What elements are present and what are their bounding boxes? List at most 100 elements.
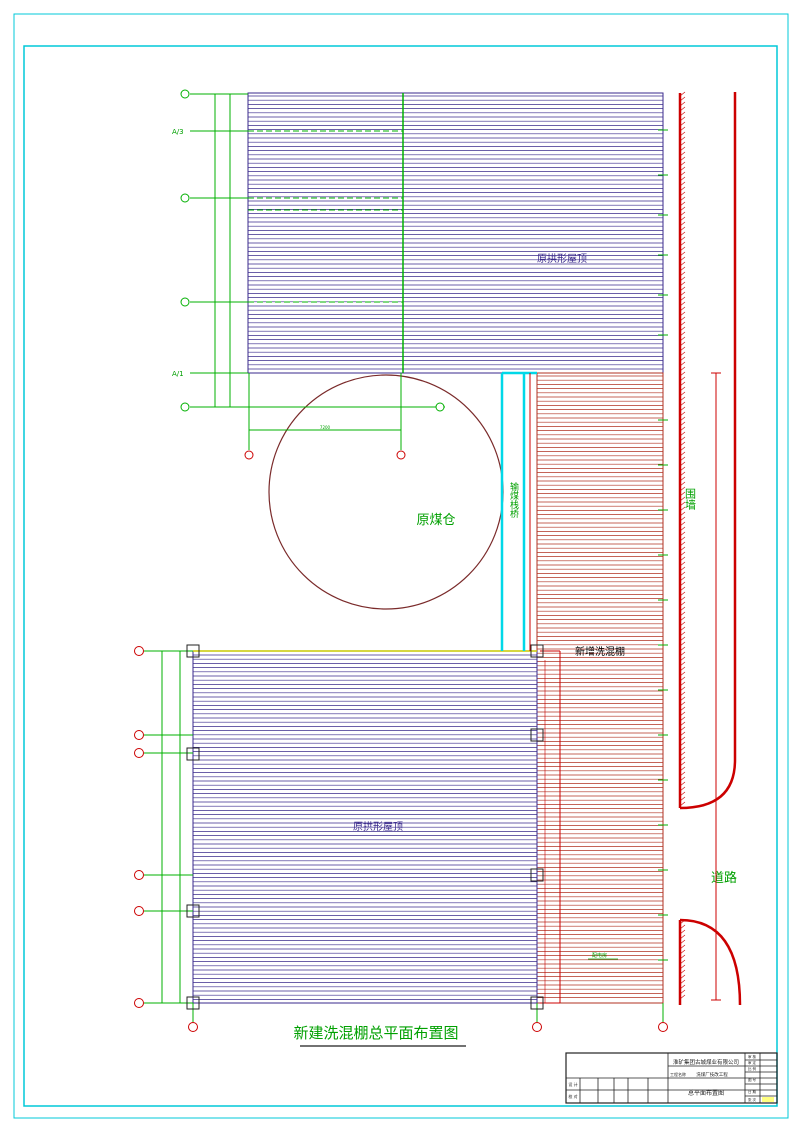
wall-hatch-tick xyxy=(679,681,686,687)
wall-hatch-tick xyxy=(679,381,686,387)
wall-hatch-tick xyxy=(679,206,686,212)
road-dimension xyxy=(711,372,721,1001)
wall-hatch-tick xyxy=(679,596,686,602)
title-block-cell-scale: 比 例 xyxy=(748,1066,757,1071)
road-label: 道路 xyxy=(711,870,737,886)
top-axis-bubbles xyxy=(180,89,445,412)
wall-label: 围墙 xyxy=(684,488,697,511)
wall-hatch-tick xyxy=(679,531,686,537)
wall-hatch-tick xyxy=(679,201,686,207)
wall-hatch-tick xyxy=(679,716,686,722)
right-edge-ticks xyxy=(658,129,668,961)
wall-hatch-tick xyxy=(679,576,686,582)
wall-hatch-tick xyxy=(679,974,686,980)
wall-hatch-tick xyxy=(679,929,686,935)
wall-hatch-tick xyxy=(679,91,686,97)
wall-hatch-tick xyxy=(679,406,686,412)
title-block-cell-date: 日 期 xyxy=(748,1089,757,1094)
wall-hatch-tick xyxy=(679,411,686,417)
wall-hatch-tick xyxy=(679,771,686,777)
wall-hatch-tick xyxy=(679,471,686,477)
wall-hatch-tick xyxy=(679,326,686,332)
title-block-cell-number: 图 号 xyxy=(748,1077,757,1082)
title-block-stamp xyxy=(762,1097,774,1102)
wall-hatch-tick xyxy=(679,396,686,402)
silo-label: 原煤仓 xyxy=(416,513,455,528)
wall-hatch-tick xyxy=(679,436,686,442)
wall-hatch-tick xyxy=(679,934,686,940)
wall-hatch-tick xyxy=(679,651,686,657)
wall-hatch-tick xyxy=(679,686,686,692)
wall-hatch xyxy=(679,91,686,1000)
wall-hatch-tick xyxy=(679,964,686,970)
title-block-project: 洗煤厂技改工程 xyxy=(696,1071,728,1078)
wall-hatch-tick xyxy=(679,461,686,467)
small-note: 配电房 xyxy=(592,952,607,959)
wall-hatch-tick xyxy=(679,556,686,562)
wall-hatch-tick xyxy=(679,781,686,787)
top-right-roof-hatch xyxy=(403,95,663,370)
wall-hatch-tick xyxy=(679,979,686,985)
road-edges xyxy=(679,92,742,1006)
wall-hatch-tick xyxy=(679,591,686,597)
wall-hatch-tick xyxy=(679,276,686,282)
wall-hatch-tick xyxy=(679,346,686,352)
wall-hatch-tick xyxy=(679,386,686,392)
bottom-roof-hatch xyxy=(193,654,537,1000)
wall-hatch-tick xyxy=(679,216,686,222)
wall-hatch-tick xyxy=(679,256,686,262)
wall-hatch-tick xyxy=(679,441,686,447)
wall-hatch-tick xyxy=(679,491,686,497)
wall-hatch-tick xyxy=(679,801,686,807)
wall-hatch-tick xyxy=(679,151,686,157)
wall-hatch-tick xyxy=(679,776,686,782)
bottom-grid-lines xyxy=(144,650,664,1022)
wall-hatch-tick xyxy=(679,466,686,472)
top-dimension-value: 7200 xyxy=(320,425,331,430)
axis-label-a3: A/3 xyxy=(172,128,184,136)
wall-hatch-tick xyxy=(679,696,686,702)
wall-hatch-tick xyxy=(679,949,686,955)
wall-hatch-tick xyxy=(679,631,686,637)
wall-hatch-tick xyxy=(679,636,686,642)
wall-hatch-tick xyxy=(679,376,686,382)
wall-hatch-tick xyxy=(679,616,686,622)
wall-hatch-tick xyxy=(679,221,686,227)
conveyor-label: 输煤栈桥 xyxy=(508,481,519,519)
top-grid-axes xyxy=(190,93,445,450)
wall-hatch-tick xyxy=(679,456,686,462)
wall-hatch-tick xyxy=(679,989,686,995)
wall-hatch-tick xyxy=(679,156,686,162)
title-block-company: 淮矿集团古城煤业有限公司 xyxy=(673,1058,739,1066)
wall-hatch-tick xyxy=(679,611,686,617)
wall-hatch-tick xyxy=(679,661,686,667)
new-shed-label: 新增洗混棚 xyxy=(575,645,625,658)
axis-label-a1: A/1 xyxy=(172,370,184,378)
wall-hatch-tick xyxy=(679,446,686,452)
title-block-project-label: 工程名称 xyxy=(670,1071,686,1077)
wall-hatch-tick xyxy=(679,944,686,950)
wall-hatch-tick xyxy=(679,401,686,407)
wall-hatch-tick xyxy=(679,586,686,592)
wall-hatch-tick xyxy=(679,511,686,517)
wall-hatch-tick xyxy=(679,994,686,1000)
wall-hatch-tick xyxy=(679,246,686,252)
wall-hatch-tick xyxy=(679,601,686,607)
wall-hatch-tick xyxy=(679,191,686,197)
top-left-dashed-lines xyxy=(248,130,403,303)
wall-hatch-tick xyxy=(679,476,686,482)
wall-hatch-tick xyxy=(679,101,686,107)
wall-hatch-tick xyxy=(679,666,686,672)
wall-hatch-tick xyxy=(679,416,686,422)
wall-hatch-tick xyxy=(679,721,686,727)
wall-hatch-tick xyxy=(679,211,686,217)
title-block xyxy=(565,1052,778,1104)
wall-hatch-tick xyxy=(679,271,686,277)
wall-hatch-tick xyxy=(679,706,686,712)
wall-hatch-tick xyxy=(679,924,686,930)
wall-hatch-tick xyxy=(679,171,686,177)
wall-hatch-tick xyxy=(679,791,686,797)
wall-hatch-tick xyxy=(679,336,686,342)
wall-hatch-tick xyxy=(679,676,686,682)
